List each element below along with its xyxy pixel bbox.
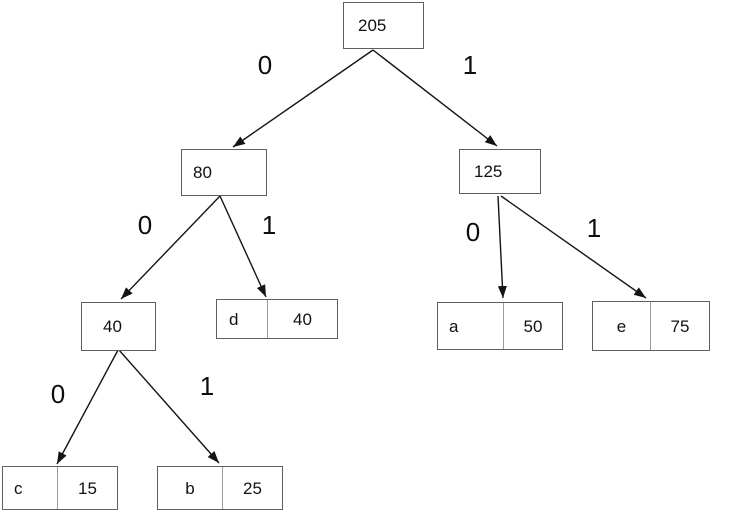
bit-label-40-left: 0 <box>50 379 66 409</box>
leaf-e: e 75 <box>592 301 710 351</box>
edge-root-to-125 <box>372 49 498 147</box>
leaf-c: c 15 <box>2 466 118 510</box>
bit-label-80-right: 1 <box>261 210 277 240</box>
edge-125-to-e <box>500 195 647 299</box>
bit-label-40-right: 1 <box>199 371 215 401</box>
edge-40-to-c <box>56 349 119 465</box>
leaf-e-symbol: e <box>593 302 651 350</box>
leaf-d-symbol: d <box>217 300 268 338</box>
leaf-d-weight: 40 <box>293 309 312 329</box>
leaf-d: d 40 <box>216 299 338 339</box>
edge-125-to-a <box>497 195 507 299</box>
leaf-b-symbol: b <box>158 467 223 509</box>
node-125: 125 <box>459 149 541 194</box>
leaf-c-weight: 15 <box>78 478 97 498</box>
bit-label-root-right: 1 <box>462 50 478 80</box>
bit-label-80-left: 0 <box>137 210 153 240</box>
leaf-a: a 50 <box>437 302 563 350</box>
node-40-weight: 40 <box>103 317 122 336</box>
node-root-weight: 205 <box>358 16 387 35</box>
node-80-weight: 80 <box>193 163 212 182</box>
node-40: 40 <box>81 302 156 351</box>
node-125-weight: 125 <box>474 162 503 181</box>
bit-label-125-right: 1 <box>586 213 602 243</box>
edge-40-to-b <box>118 349 220 464</box>
bit-label-root-left: 0 <box>257 50 273 80</box>
edge-80-to-40 <box>120 195 221 300</box>
leaf-a-symbol: a <box>438 303 504 349</box>
leaf-a-weight: 50 <box>523 316 543 336</box>
edge-root-to-80 <box>232 49 374 148</box>
bit-label-125-left: 0 <box>465 217 481 247</box>
leaf-b: b 25 <box>157 466 283 510</box>
node-80: 80 <box>181 149 267 196</box>
leaf-e-weight: 75 <box>670 316 690 336</box>
leaf-c-symbol: c <box>3 467 58 509</box>
leaf-b-weight: 25 <box>243 478 262 498</box>
node-root: 205 <box>343 2 424 49</box>
edge-80-to-d <box>219 195 267 298</box>
